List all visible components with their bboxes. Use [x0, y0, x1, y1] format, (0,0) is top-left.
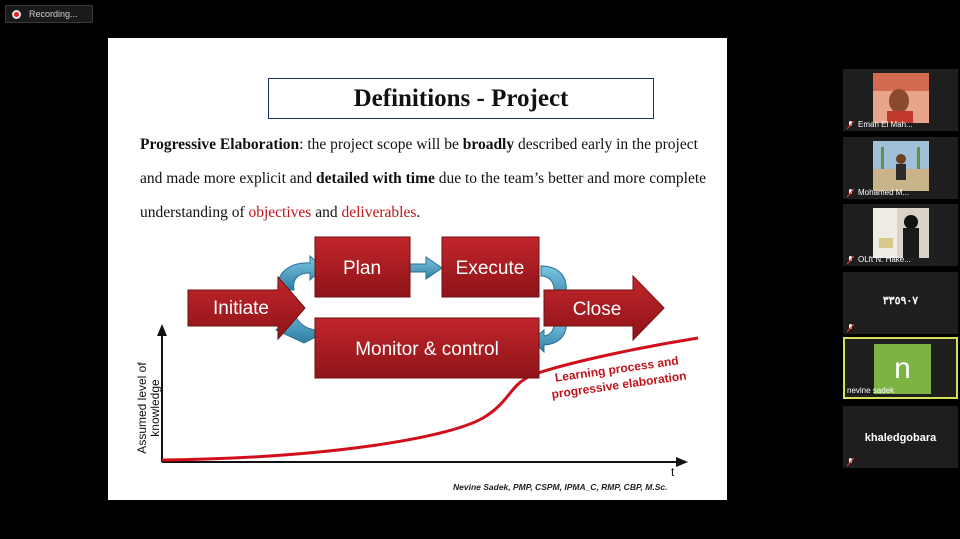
participant-tile[interactable]: Eman El Mah...	[843, 69, 958, 131]
slide-footer-credits: Nevine Sadek, PMP, CSPM, IPMA_C, RMP, CB…	[453, 482, 668, 492]
body-text-3: due to the team’s better and more comple…	[140, 170, 707, 221]
participant-video	[873, 73, 929, 123]
initiate-box: Initiate	[187, 275, 306, 341]
participant-name: ٣٣٥٩٠٧	[882, 295, 919, 307]
participant-tile[interactable]: Mohamed M...	[843, 137, 958, 199]
participant-tile[interactable]: OLft N. Hake...	[843, 204, 958, 266]
plan-label: Plan	[343, 258, 381, 279]
monitor-control-label: Monitor & control	[355, 339, 499, 360]
participant-avatar: n	[874, 344, 931, 394]
body-text-1: : the project scope will be	[299, 136, 463, 153]
mic-muted-icon	[847, 256, 854, 264]
body-red-deliverables: deliverables	[341, 204, 417, 221]
close-box: Close	[543, 274, 665, 342]
participant-name: OLft N. Hake...	[858, 255, 911, 264]
x-axis-label: t	[671, 465, 675, 479]
body-bold-detailed: detailed with time	[316, 170, 435, 187]
mic-muted-icon	[847, 324, 854, 332]
participant-name: khaledgobara	[864, 432, 937, 444]
mic-muted-icon	[847, 121, 854, 129]
execute-label: Execute	[456, 258, 525, 279]
recording-label: Recording...	[29, 9, 78, 19]
monitor-control-box: Monitor & control	[314, 317, 540, 379]
term-progressive-elaboration: Progressive Elaboration	[140, 136, 300, 153]
execute-box: Execute	[441, 236, 540, 298]
participant-video	[873, 141, 929, 191]
initiate-label: Initiate	[213, 298, 269, 319]
participant-tile-active-speaker[interactable]: n nevine sadek	[843, 337, 958, 399]
participant-tile[interactable]: khaledgobara	[843, 406, 958, 468]
slide-body-text: Progressive Elaboration: the project sco…	[140, 128, 720, 230]
arrow-plan-to-execute	[407, 256, 443, 280]
curve-label: Learning process and progressive elabora…	[551, 353, 688, 401]
body-text-5: .	[416, 204, 421, 221]
plan-box: Plan	[314, 236, 411, 298]
mic-muted-icon	[847, 189, 854, 197]
slide-title: Definitions - Project	[268, 78, 654, 119]
y-axis-label-2: knowledge	[148, 379, 162, 437]
participant-name: Eman El Mah...	[858, 120, 913, 129]
participant-name: nevine sadek	[847, 386, 895, 395]
body-bold-broadly: broadly	[462, 136, 515, 153]
body-text-4: and	[311, 204, 342, 221]
participant-name: Mohamed M...	[858, 188, 910, 197]
close-label: Close	[573, 299, 622, 320]
learning-curve	[161, 336, 699, 462]
y-axis-label-1: Assumed level of	[135, 362, 149, 454]
mic-muted-icon	[847, 458, 854, 466]
record-icon	[12, 9, 21, 19]
recording-indicator[interactable]: Recording...	[5, 5, 93, 23]
participant-tile[interactable]: ٣٣٥٩٠٧	[843, 272, 958, 334]
process-diagram: Assumed level of knowledge t Learning pr…	[135, 236, 699, 479]
body-red-objectives: objectives	[248, 204, 312, 221]
knowledge-axes	[157, 324, 688, 467]
participant-video	[873, 208, 929, 258]
shared-slide: Definitions - Project Progressive Elabor…	[108, 38, 727, 500]
body-text-2: described early in the project and made …	[140, 136, 698, 187]
